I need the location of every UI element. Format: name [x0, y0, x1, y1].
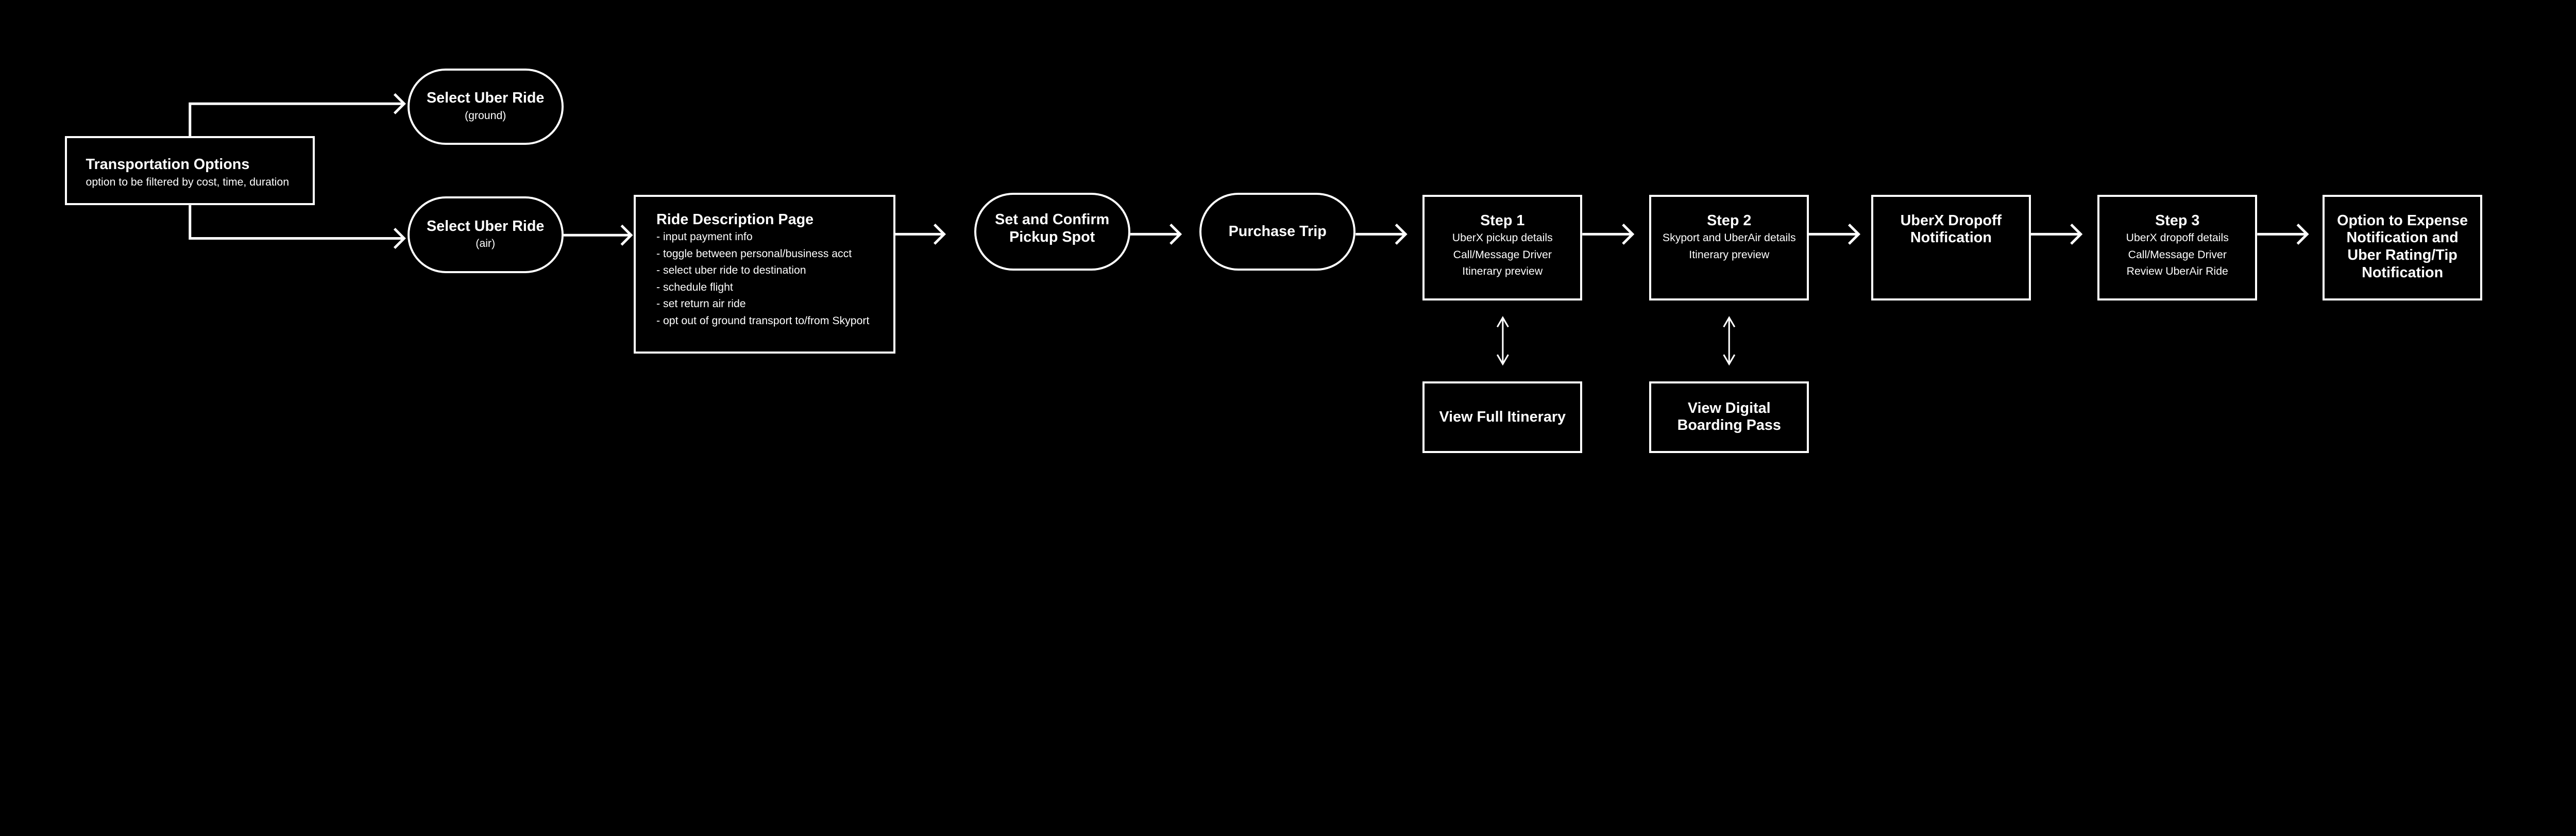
list-item: - toggle between personal/business acct	[656, 247, 852, 260]
node-title: Step 3	[2155, 212, 2200, 229]
arrow-dropoff-to-step3	[2030, 223, 2083, 245]
set-confirm-pickup-node: Set and Confirm Pickup Spot	[974, 192, 1130, 271]
node-title: Ride Description Page	[656, 211, 814, 228]
transportation-options-node: Transportation Options option to be filt…	[65, 136, 315, 206]
list-item: - opt out of ground transport to/from Sk…	[656, 314, 870, 327]
select-uber-ride-ground-node: Select Uber Ride (ground)	[407, 68, 564, 145]
list-item: UberX dropoff details	[2126, 231, 2229, 244]
arrow-to-ground	[189, 93, 406, 137]
list-item: Call/Message Driver	[2128, 248, 2227, 261]
select-uber-ride-air-node: Select Uber Ride (air)	[407, 196, 564, 273]
node-title-line: Pickup Spot	[1009, 229, 1095, 245]
node-title-line: Option to Expense	[2337, 212, 2468, 229]
step-1-node: Step 1 UberX pickup details Call/Message…	[1422, 194, 1583, 300]
node-subtitle: (air)	[476, 237, 496, 250]
node-subtitle: option to be filtered by cost, time, dur…	[86, 175, 290, 188]
node-title: Step 2	[1707, 212, 1752, 229]
list-item: - schedule flight	[656, 280, 733, 293]
node-title: Select Uber Ride	[426, 89, 545, 106]
arrow-air-to-ride-desc	[563, 224, 633, 246]
uberx-dropoff-notification-node: UberX Dropoff Notification	[1871, 194, 2031, 300]
view-digital-boarding-pass-node: View Digital Boarding Pass	[1649, 381, 1809, 453]
node-title: View Full Itinerary	[1439, 408, 1566, 425]
node-title-line: Set and Confirm	[995, 211, 1110, 228]
arrow-ride-desc-to-pickup	[895, 223, 946, 245]
double-arrow-step1-itinerary	[1496, 316, 1509, 366]
view-full-itinerary-node: View Full Itinerary	[1422, 381, 1583, 453]
list-item: Call/Message Driver	[1453, 248, 1552, 261]
step-3-node: Step 3 UberX dropoff details Call/Messag…	[2097, 194, 2258, 300]
node-subtitle: (ground)	[465, 109, 506, 122]
list-item: Itinerary preview	[1462, 265, 1543, 278]
node-title-line: Boarding Pass	[1677, 417, 1781, 434]
arrow-pickup-to-purchase	[1130, 223, 1182, 245]
arrow-step2-to-dropoff	[1808, 223, 1861, 245]
list-item: UberX pickup details	[1452, 231, 1553, 244]
arrow-to-air	[189, 205, 406, 249]
node-title: Transportation Options	[86, 156, 250, 173]
purchase-trip-node: Purchase Trip	[1199, 192, 1356, 271]
arrow-step1-to-step2	[1582, 223, 1635, 245]
list-item: - select uber ride to destination	[656, 264, 806, 277]
node-title-line: Uber Rating/Tip	[2347, 247, 2458, 263]
node-title: Step 1	[1480, 212, 1525, 229]
list-item: Review UberAir Ride	[2126, 265, 2228, 278]
step-2-node: Step 2 Skyport and UberAir details Itine…	[1649, 194, 1809, 300]
node-title: Select Uber Ride	[426, 218, 545, 235]
node-title-line: UberX Dropoff	[1900, 212, 2002, 229]
node-title: Purchase Trip	[1228, 223, 1327, 240]
node-title-line: View Digital	[1687, 399, 1771, 416]
node-title-line: Notification	[2362, 264, 2444, 281]
connectors	[189, 93, 2309, 366]
list-item: Skyport and UberAir details	[1662, 231, 1796, 244]
arrow-step3-to-final	[2257, 223, 2309, 245]
node-title-line: Notification	[1910, 229, 1992, 246]
node-title-line: Notification and	[2346, 229, 2459, 246]
ride-description-page-node: Ride Description Page - input payment in…	[634, 194, 895, 354]
expense-rating-notification-node: Option to Expense Notification and Uber …	[2323, 194, 2483, 300]
arrow-purchase-to-step1	[1355, 223, 1408, 245]
diagram-canvas: Transportation Options option to be filt…	[65, 68, 2483, 453]
list-item: Itinerary preview	[1689, 248, 1770, 261]
list-item: - set return air ride	[656, 297, 746, 310]
double-arrow-step2-boarding	[1723, 316, 1736, 366]
list-item: - input payment info	[656, 230, 753, 243]
